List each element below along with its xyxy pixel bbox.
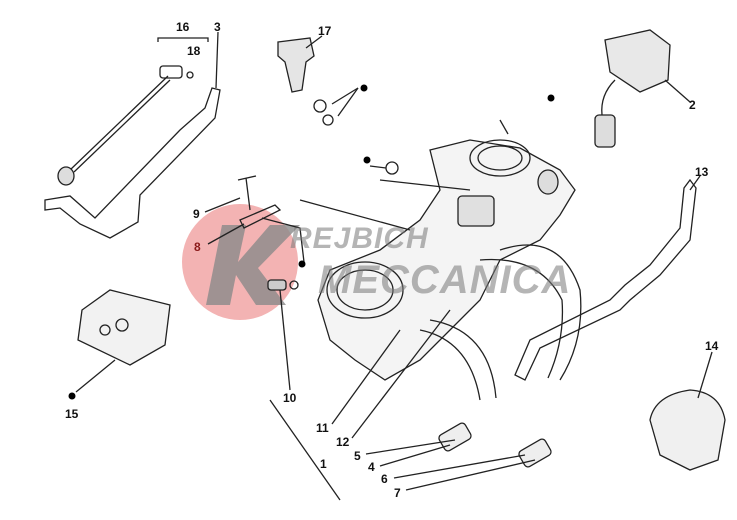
callout-5: 5 xyxy=(354,449,361,463)
callout-8: 8 xyxy=(194,240,201,254)
watermark-text-line2: MECCANICA xyxy=(318,258,572,302)
watermark-text-line1: REJBICH xyxy=(290,222,429,255)
callout-9: 9 xyxy=(193,207,200,221)
callout-2: 2 xyxy=(689,98,696,112)
callout-1: 1 xyxy=(320,457,327,471)
watermark-logo xyxy=(182,204,300,320)
callout-13: 13 xyxy=(695,165,709,179)
callout-6: 6 xyxy=(381,472,388,486)
callout-11: 11 xyxy=(316,421,329,435)
callout-14: 14 xyxy=(705,339,719,353)
callout-17: 17 xyxy=(318,24,332,38)
callout-15: 15 xyxy=(65,407,79,421)
callout-7: 7 xyxy=(394,486,401,500)
callout-10: 10 xyxy=(283,391,297,405)
not-supplied-dots xyxy=(68,84,555,400)
callout-4: 4 xyxy=(368,460,375,474)
callout-16: 16 xyxy=(176,20,190,34)
callout-12: 12 xyxy=(336,435,350,449)
callout-3: 3 xyxy=(214,20,221,34)
callout-18: 18 xyxy=(187,44,201,58)
